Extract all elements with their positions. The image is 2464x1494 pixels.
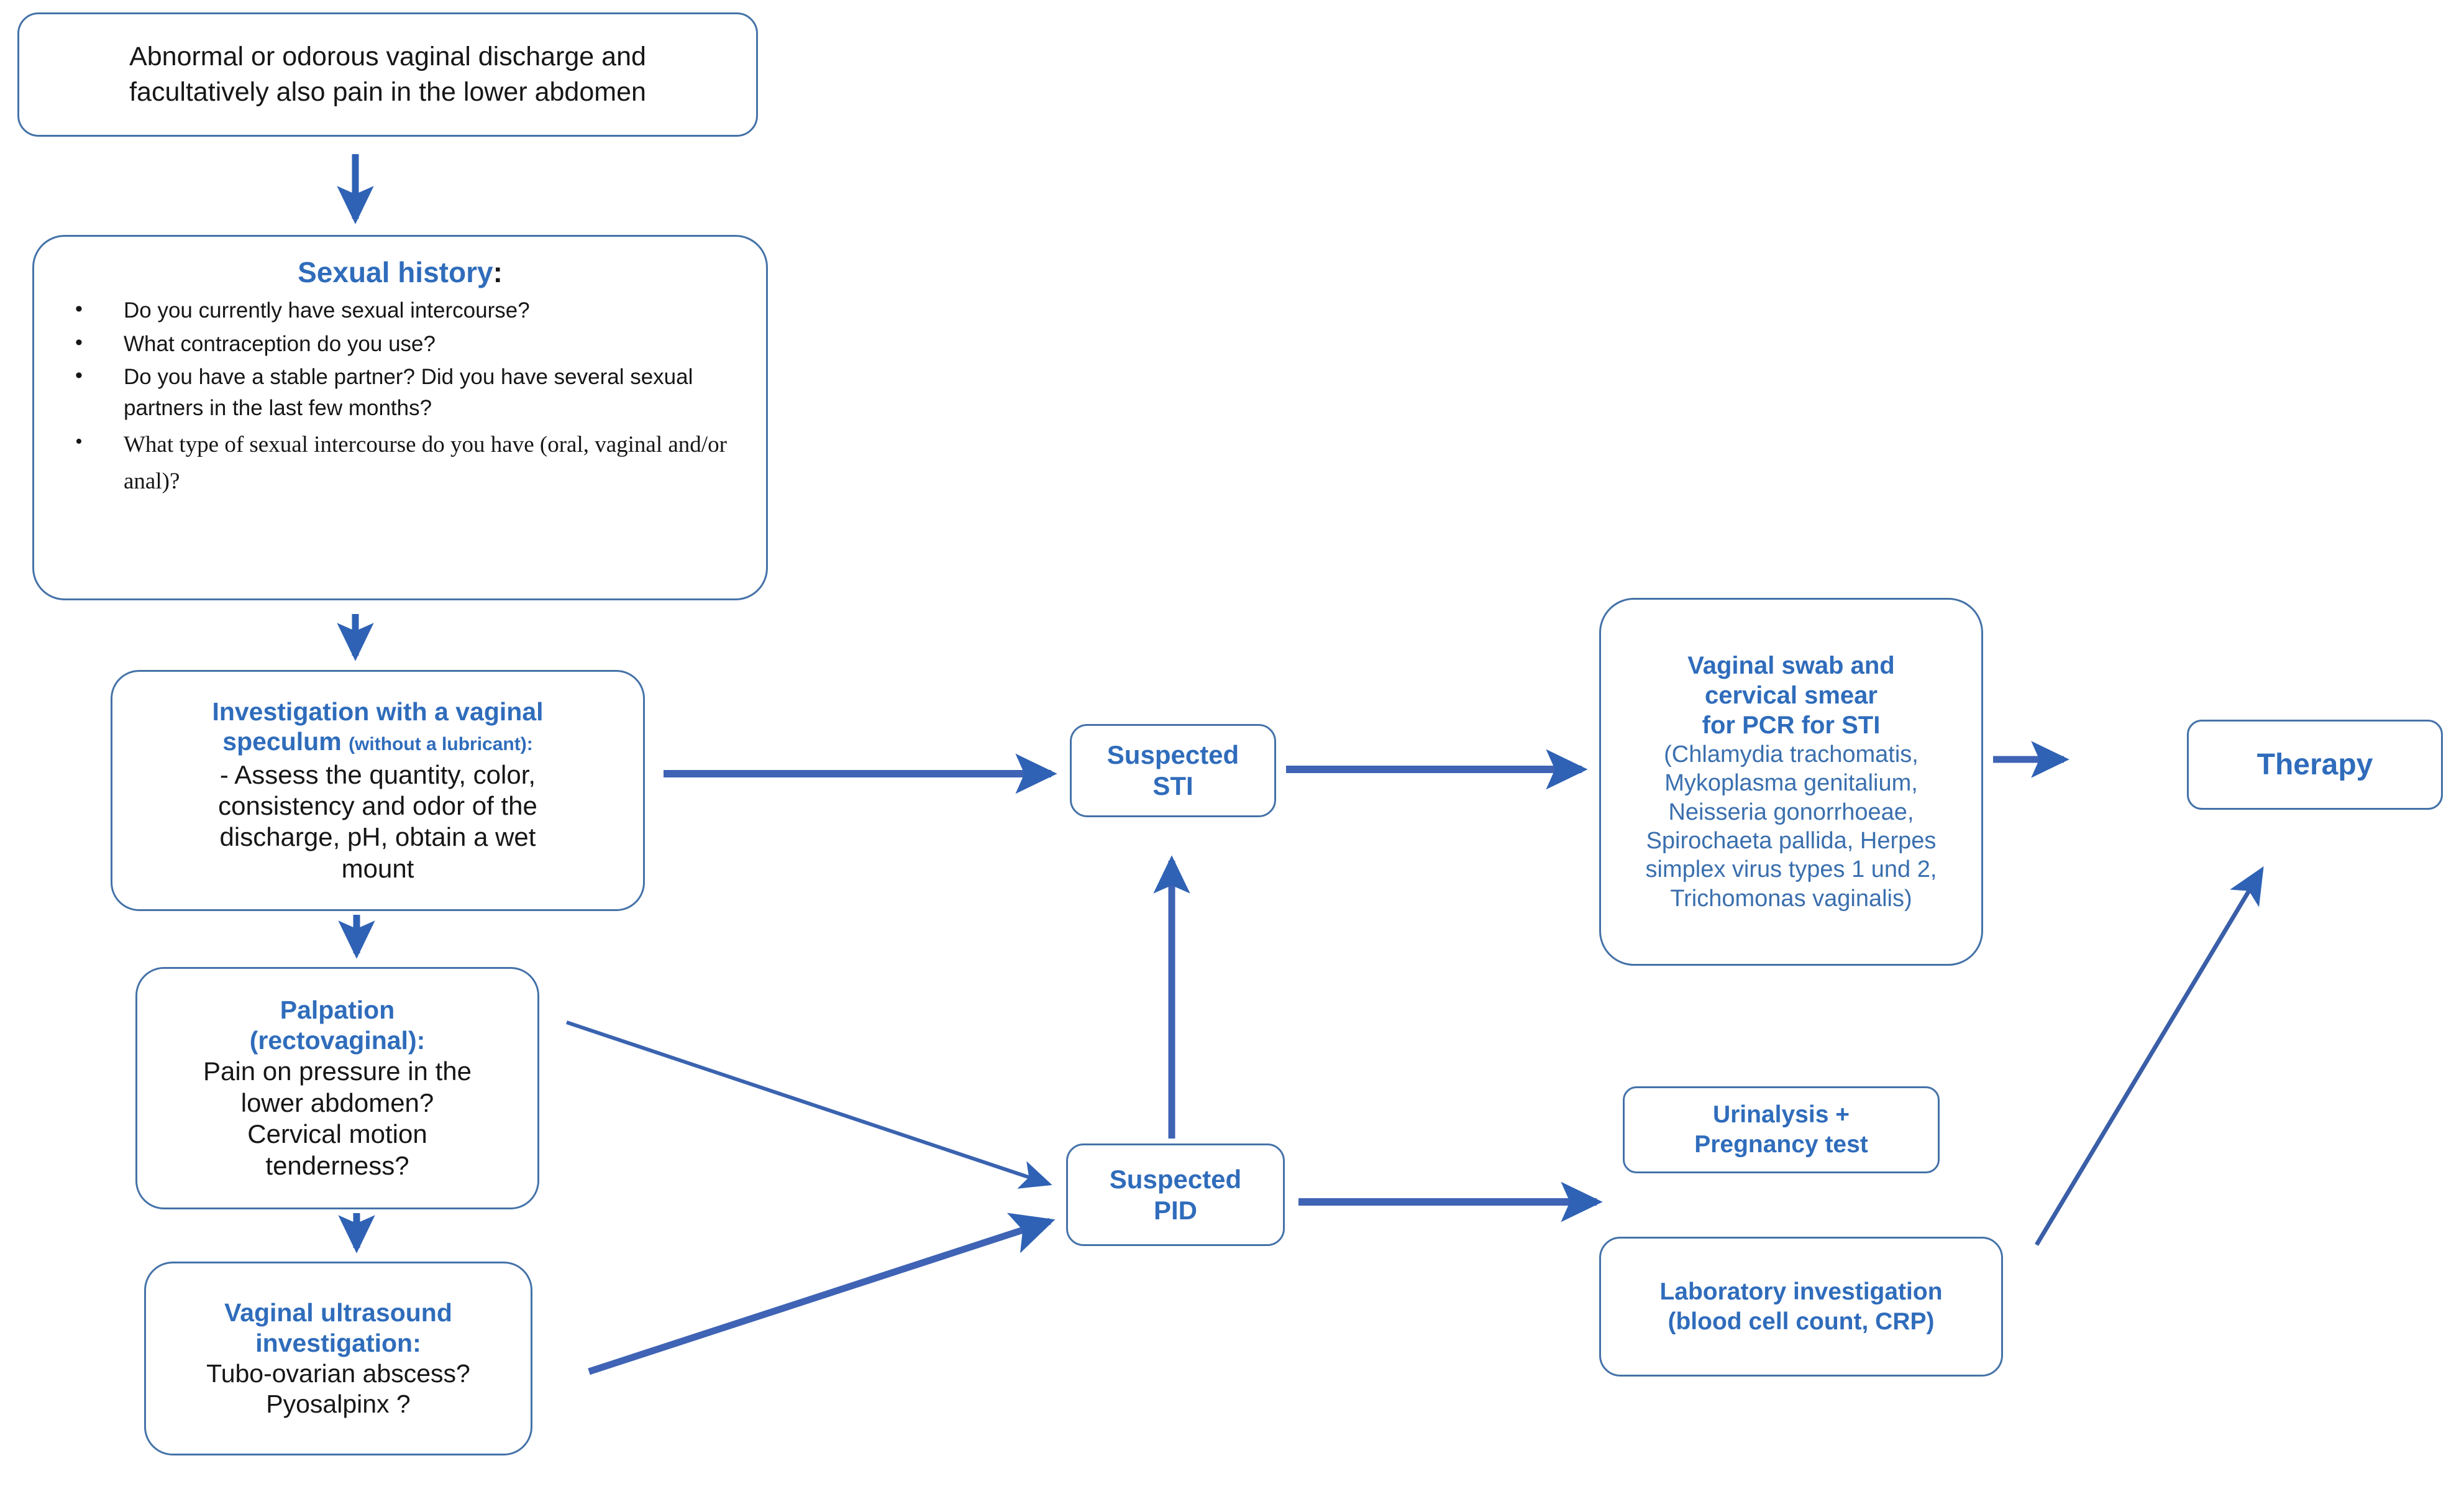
node-sexual-history[interactable]: Sexual history: Do you currently have se… [32,235,768,600]
node-vaginal-swab-pcr[interactable]: Vaginal swab and cervical smear for PCR … [1599,598,1983,966]
edge-laboratory-to-therapy [2034,866,2264,1246]
swab-pathogen-line4: Spirochaeta pallida, Herpes [1646,828,1937,854]
palpation-heading: Palpation (rectovaginal): [250,995,426,1056]
palpation-heading-line1: Palpation [280,996,395,1025]
speculum-body-line3: discharge, pH, obtain a wet [219,822,536,852]
swab-pathogen-line1: (Chlamydia trachomatis, [1664,741,1919,768]
node-symptom[interactable]: Abnormal or odorous vaginal discharge an… [17,12,758,137]
node-palpation[interactable]: Palpation (rectovaginal): Pain on pressu… [135,967,539,1209]
suspected-sti-line2: STI [1152,771,1193,800]
node-suspected-sti[interactable]: Suspected STI [1070,724,1276,817]
node-symptom-line1: Abnormal or odorous vaginal discharge an… [129,42,646,72]
speculum-heading: Investigation with a vaginal speculum (w… [212,697,543,757]
laboratory-line2: (blood cell count, CRP) [1668,1308,1935,1335]
speculum-heading-note: (without a lubricant): [349,734,533,755]
list-item: What contraception do you use? [64,328,744,360]
swab-pathogen-line5: simplex virus types 1 und 2, [1645,856,1937,883]
list-item: What type of sexual intercourse do you h… [64,425,744,500]
swab-pathogen-line6: Trichomonas vaginalis) [1670,885,1912,912]
suspected-sti-line1: Suspected [1107,740,1239,770]
sexual-history-title-colon: : [493,256,503,288]
suspected-pid-line1: Suspected [1109,1164,1242,1194]
ultrasound-heading-line2: investigation: [255,1328,421,1357]
urinalysis-line2: Pregnancy test [1694,1131,1868,1158]
swab-pathogen-line3: Neisseria gonorrhoeae, [1668,799,1914,825]
suspected-pid-line2: PID [1153,1195,1197,1225]
node-therapy[interactable]: Therapy [2187,720,2443,810]
node-suspected-pid[interactable]: Suspected PID [1066,1143,1285,1246]
swab-pathogen-line2: Mykoplasma genitalium, [1664,770,1918,797]
therapy-label: Therapy [2256,748,2373,781]
ultrasound-heading-line1: Vaginal ultrasound [224,1298,452,1327]
palpation-body-line2: lower abdomen? [240,1088,434,1117]
ultrasound-body: Tubo-ovarian abscess? Pyosalpinx ? [206,1359,470,1419]
edge-palpation-to-suspected-pid [566,1020,1052,1189]
speculum-heading-line1: Investigation with a vaginal [212,697,544,726]
laboratory-line1: Laboratory investigation [1659,1278,1943,1305]
speculum-heading-line2: speculum [222,727,342,756]
edge-ultrasound-to-suspected-pid [588,1212,1056,1375]
speculum-body: - Assess the quantity, color, consistenc… [218,759,537,885]
palpation-body-line1: Pain on pressure in the [203,1056,472,1086]
palpation-body-line4: tenderness? [265,1150,409,1180]
speculum-body-line1: - Assess the quantity, color, [219,759,536,789]
swab-heading-line3: for PCR for STI [1702,711,1881,739]
urinalysis-line1: Urinalysis + [1712,1101,1850,1129]
node-urinalysis-pregnancy-test[interactable]: Urinalysis + Pregnancy test [1623,1086,1940,1173]
swab-heading: Vaginal swab and cervical smear for PCR … [1687,651,1894,740]
sexual-history-question-list: Do you currently have sexual intercourse… [57,294,744,502]
palpation-body-line3: Cervical motion [247,1119,427,1149]
ultrasound-heading: Vaginal ultrasound investigation: [224,1298,452,1359]
list-item: Do you have a stable partner? Did you ha… [64,360,744,423]
node-speculum-investigation[interactable]: Investigation with a vaginal speculum (w… [111,670,645,911]
swab-heading-line2: cervical smear [1704,681,1878,709]
sexual-history-title-text: Sexual history [298,256,493,288]
ultrasound-body-line1: Tubo-ovarian abscess? [206,1359,470,1388]
node-sexual-history-title: Sexual history: [57,255,744,289]
node-vaginal-ultrasound[interactable]: Vaginal ultrasound investigation: Tubo-o… [144,1262,532,1455]
node-symptom-line2: facultatively also pain in the lower abd… [129,77,646,107]
speculum-body-line2: consistency and odor of the [218,791,537,820]
speculum-body-line4: mount [341,853,414,883]
swab-pathogen-list: (Chlamydia trachomatis, Mykoplasma genit… [1646,740,1937,913]
node-laboratory-investigation[interactable]: Laboratory investigation (blood cell cou… [1599,1237,2003,1377]
swab-heading-line1: Vaginal swab and [1687,651,1895,679]
list-item: Do you currently have sexual intercourse… [64,294,744,326]
palpation-heading-line2: (rectovaginal): [249,1026,426,1055]
ultrasound-body-line2: Pyosalpinx ? [266,1390,411,1419]
palpation-body: Pain on pressure in the lower abdomen? C… [203,1056,472,1181]
